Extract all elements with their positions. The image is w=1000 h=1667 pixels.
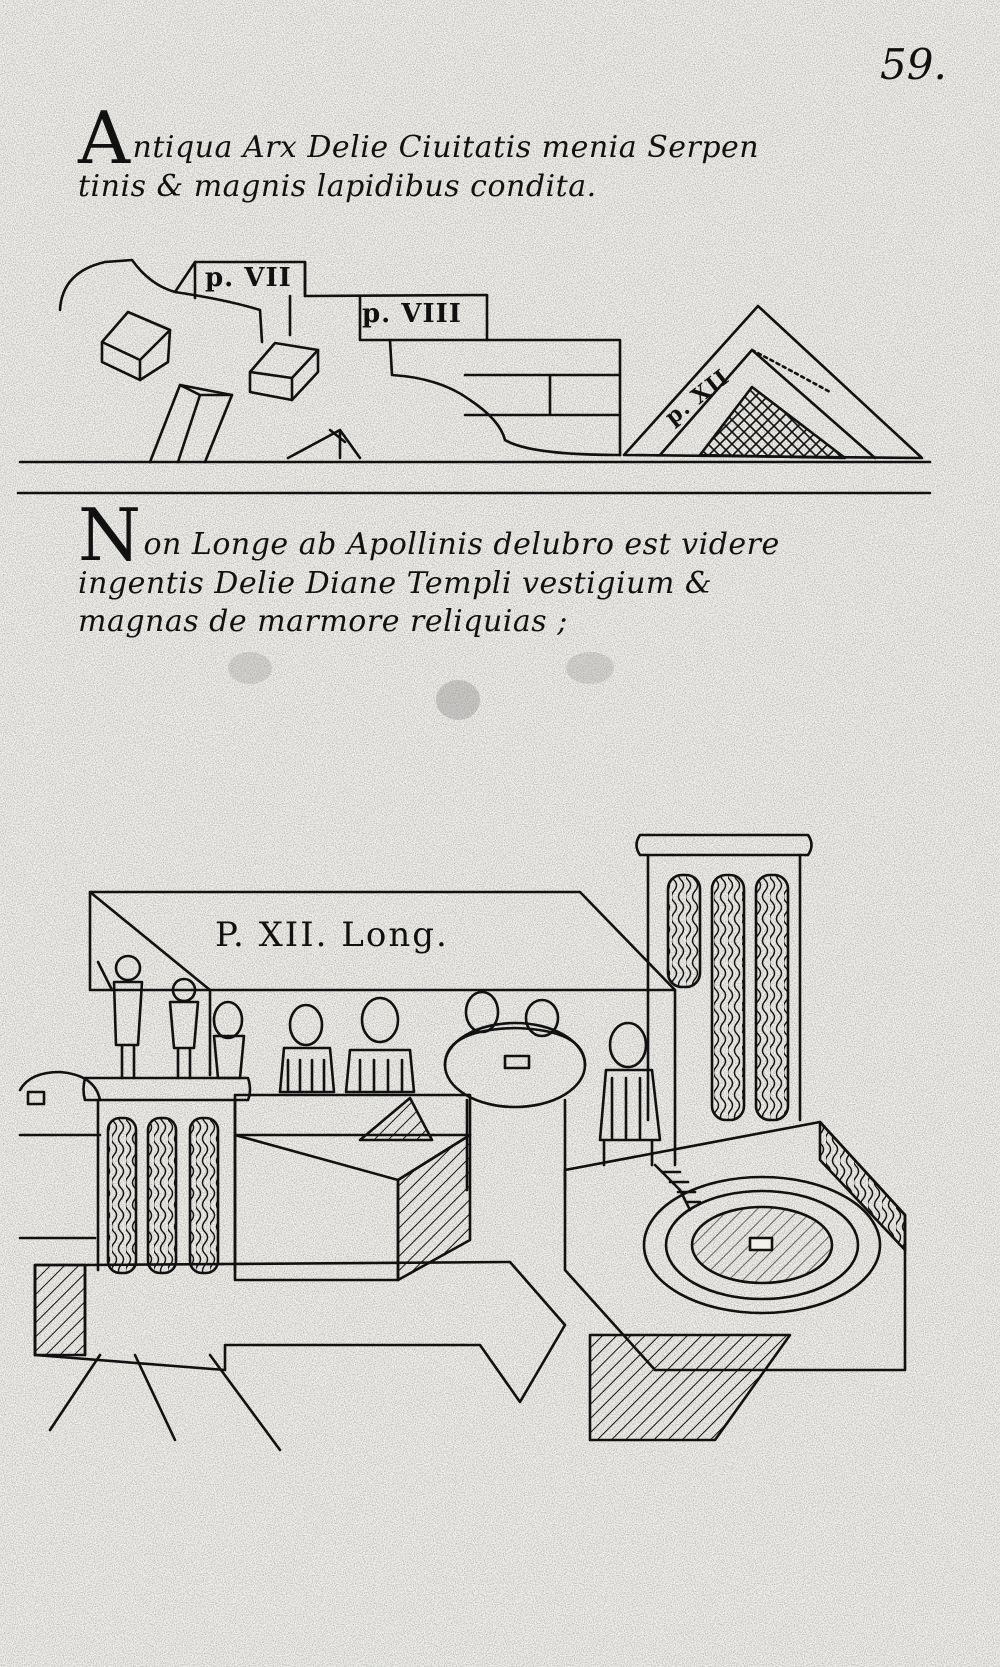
- section-1-line-2: tinis & magnis lapidibus condita.: [78, 169, 597, 204]
- label-temple-length: P. XII. Long.: [215, 915, 449, 955]
- label-p-viii: p. VIII: [362, 299, 462, 329]
- city-walls: [58, 258, 622, 457]
- stone-block-mid: [248, 341, 320, 402]
- small-trestle: [286, 428, 362, 460]
- section-1-initial: A: [78, 96, 131, 180]
- dome-left: [18, 1070, 102, 1240]
- steps: [653, 1163, 702, 1212]
- circular-basin: [563, 1120, 907, 1442]
- stone-block-left: [100, 310, 172, 382]
- figure-7: [524, 998, 560, 1038]
- folio-number: 59.: [880, 40, 947, 89]
- pediment-ruin: [622, 304, 924, 460]
- column-group-left: [82, 1076, 252, 1275]
- figure-2: [168, 977, 200, 1080]
- section-2-text: Non Longe ab Apollinis delubro est vider…: [78, 499, 838, 641]
- figure-5: [344, 996, 416, 1094]
- column-group-right: [635, 833, 813, 1122]
- label-p-vii: p. VII: [205, 263, 292, 293]
- base-slab: [33, 1260, 567, 1452]
- section-2-initial: N: [78, 493, 142, 577]
- temple-roof: [88, 890, 677, 1167]
- section-1-text: Antiqua Arx Delie Ciuitatis menia Serpen…: [78, 102, 838, 206]
- figures: [96, 954, 662, 1167]
- section-1-line-1: ntiqua Arx Delie Ciuitatis menia Serpen: [132, 130, 760, 165]
- stone-platform-left: [233, 1093, 472, 1282]
- seated-figure: [598, 1021, 662, 1167]
- section-2-line-2: ingentis Delie Diane Templi vestigium &: [78, 566, 713, 601]
- section-2-line-1: on Longe ab Apollinis delubro est videre: [143, 527, 780, 562]
- figure-3: [212, 1000, 246, 1080]
- figure-4: [278, 1003, 336, 1094]
- fallen-slab: [148, 383, 234, 464]
- figure-1: [96, 954, 144, 1080]
- section-2-line-3: magnas de marmore reliquias ;: [78, 604, 568, 639]
